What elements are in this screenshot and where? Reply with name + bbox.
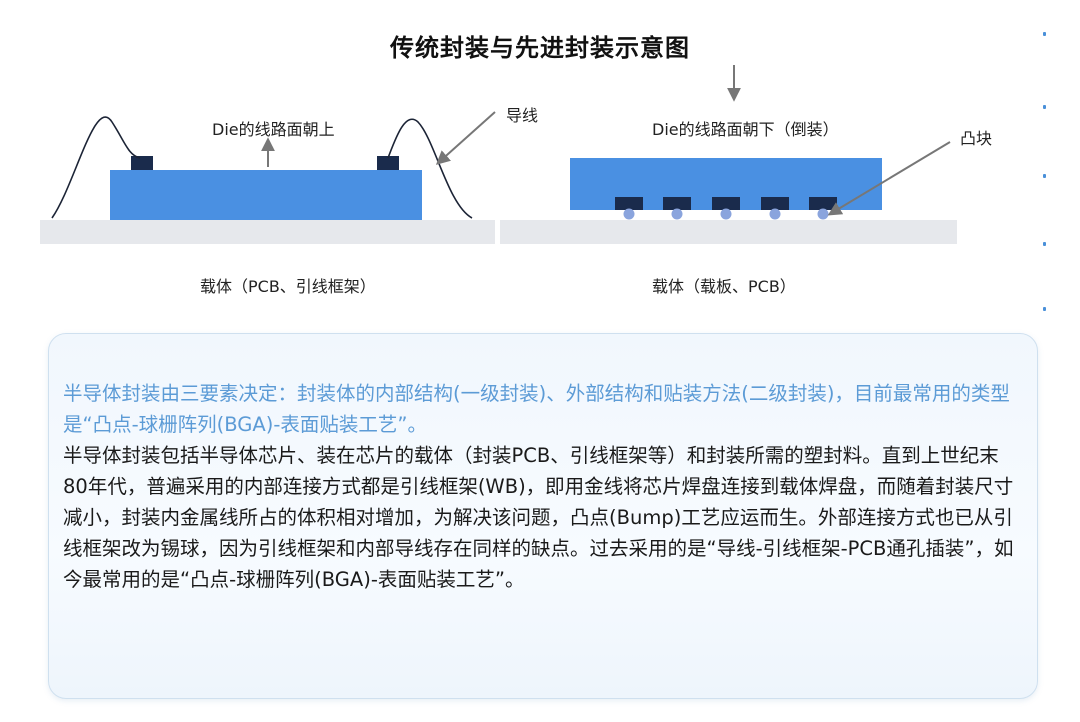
bump-ball bbox=[817, 208, 829, 220]
edge-marker bbox=[1043, 105, 1046, 109]
edge-marker bbox=[1043, 174, 1046, 178]
right-carrier bbox=[500, 220, 957, 244]
bump-ball bbox=[671, 208, 683, 220]
edge-marker bbox=[1043, 32, 1046, 36]
left-die bbox=[110, 170, 422, 220]
key-summary-text: 半导体封装由三要素决定：封装体的内部结构(一级封装)、外部结构和贴装方法(二级封… bbox=[63, 382, 1010, 436]
left-bond-wire-2 bbox=[387, 118, 473, 219]
right-carrier-label: 载体（载板、PCB） bbox=[652, 277, 796, 296]
left-die-pad-2 bbox=[377, 156, 399, 170]
bump-pad bbox=[663, 197, 691, 210]
description-panel: 半导体封装由三要素决定：封装体的内部结构(一级封装)、外部结构和贴装方法(二级封… bbox=[48, 333, 1038, 699]
left-carrier-label: 载体（PCB、引线框架） bbox=[200, 277, 376, 296]
bump-pad bbox=[712, 197, 740, 210]
edge-marker bbox=[1043, 307, 1046, 311]
bump-pointer-arrow bbox=[827, 141, 951, 216]
bump-ball bbox=[769, 208, 781, 220]
wire-label: 导线 bbox=[506, 106, 539, 125]
right-die-label: Die的线路面朝下（倒装） bbox=[652, 120, 839, 139]
page-title: 传统封装与先进封装示意图 bbox=[390, 34, 690, 62]
bump-pad bbox=[809, 197, 837, 210]
packaging-diagram bbox=[40, 65, 957, 244]
left-die-pad-1 bbox=[131, 156, 153, 170]
bump-ball bbox=[623, 208, 635, 220]
detail-text: 半导体封装包括半导体芯片、装在芯片的载体（封装PCB、引线框架等）和封装所需的塑… bbox=[63, 444, 1014, 591]
bump-pad bbox=[615, 197, 643, 210]
wire-pointer-arrow bbox=[435, 111, 496, 165]
bump-ball bbox=[720, 208, 732, 220]
left-bond-wire-1 bbox=[51, 116, 141, 219]
bump-pad bbox=[761, 197, 789, 210]
bump-row bbox=[615, 197, 837, 220]
edge-marker bbox=[1043, 242, 1046, 246]
bump-label: 凸块 bbox=[960, 129, 993, 148]
left-carrier bbox=[40, 220, 495, 244]
left-die-label: Die的线路面朝上 bbox=[212, 120, 335, 139]
